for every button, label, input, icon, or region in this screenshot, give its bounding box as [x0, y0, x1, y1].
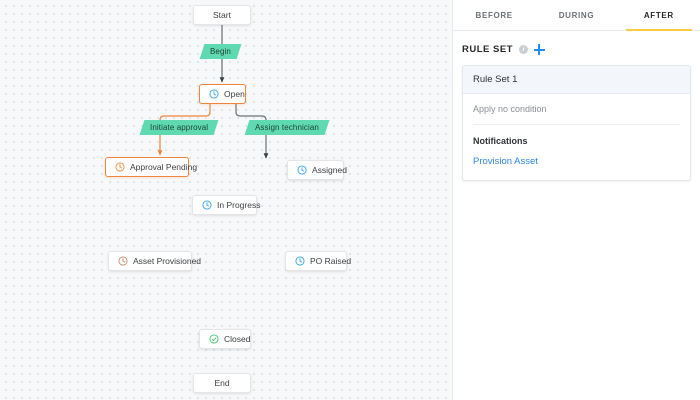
clock-icon-muted — [118, 256, 128, 266]
workflow-node-assigned[interactable]: Assigned — [287, 160, 347, 180]
tab-after[interactable]: AFTER — [618, 0, 700, 31]
transition-label-text: Initiate approval — [150, 123, 209, 132]
workflow-node-label: Closed — [224, 334, 251, 344]
tab-before-label: BEFORE — [475, 10, 513, 20]
workflow-node-in-progress[interactable]: In Progress — [192, 195, 261, 215]
workflow-node-open[interactable]: Open — [199, 84, 246, 104]
tab-during[interactable]: DURING — [535, 0, 617, 30]
notification-link-provision-asset[interactable]: Provision Asset — [473, 156, 538, 167]
clock-icon-orange — [115, 162, 125, 172]
tab-during-label: DURING — [558, 10, 595, 20]
workflow-node-label: Approval Pending — [130, 162, 198, 172]
workflow-node-approval-pending[interactable]: Approval Pending — [105, 157, 197, 177]
workflow-node-end[interactable]: End — [193, 373, 251, 393]
clock-icon-blue — [209, 89, 219, 99]
workflow-node-po-raised[interactable]: PO Raised — [285, 251, 351, 271]
clock-icon-blue — [297, 165, 307, 175]
workflow-node-label: PO Raised — [310, 256, 352, 266]
rule-condition-text: Apply no condition — [473, 104, 680, 125]
transition-label-text: Begin — [210, 47, 231, 56]
workflow-node-label: Assigned — [312, 165, 347, 175]
rule-set-card-body: Apply no condition Notifications Provisi… — [463, 94, 690, 180]
rule-set-card: Rule Set 1 Apply no condition Notificati… — [462, 65, 691, 181]
workflow-node-label: End — [214, 378, 230, 388]
clock-icon-blue — [202, 200, 212, 210]
transition-label-begin[interactable]: Begin — [199, 44, 242, 59]
workflow-node-start[interactable]: Start — [193, 5, 251, 25]
rule-panel: BEFORE DURING AFTER RULE SET i Rule Set … — [452, 0, 700, 400]
rule-set-card-header[interactable]: Rule Set 1 — [463, 66, 690, 94]
panel-tabs: BEFORE DURING AFTER — [453, 0, 700, 31]
workflow-node-asset-provisioned[interactable]: Asset Provisioned — [108, 251, 201, 271]
tab-before[interactable]: BEFORE — [453, 0, 535, 30]
add-rule-set-button[interactable] — [533, 44, 545, 55]
notifications-label: Notifications — [473, 136, 528, 146]
clock-icon-blue — [295, 256, 305, 266]
transition-label-initiate-approval[interactable]: Initiate approval — [139, 120, 219, 135]
check-circle-icon — [209, 334, 219, 344]
ruleset-header: RULE SET i — [453, 31, 700, 55]
workflow-node-label: Asset Provisioned — [133, 256, 202, 266]
transition-label-assign-technician[interactable]: Assign technician — [244, 120, 330, 135]
transition-label-text: Assign technician — [255, 123, 319, 132]
workflow-node-label: Open — [224, 89, 245, 99]
workflow-node-label: In Progress — [217, 200, 261, 210]
tab-after-label: AFTER — [643, 10, 674, 20]
ruleset-title: RULE SET — [462, 44, 513, 55]
workflow-node-closed[interactable]: Closed — [199, 329, 251, 349]
info-icon[interactable]: i — [518, 45, 528, 54]
workflow-node-label: Start — [213, 10, 231, 20]
